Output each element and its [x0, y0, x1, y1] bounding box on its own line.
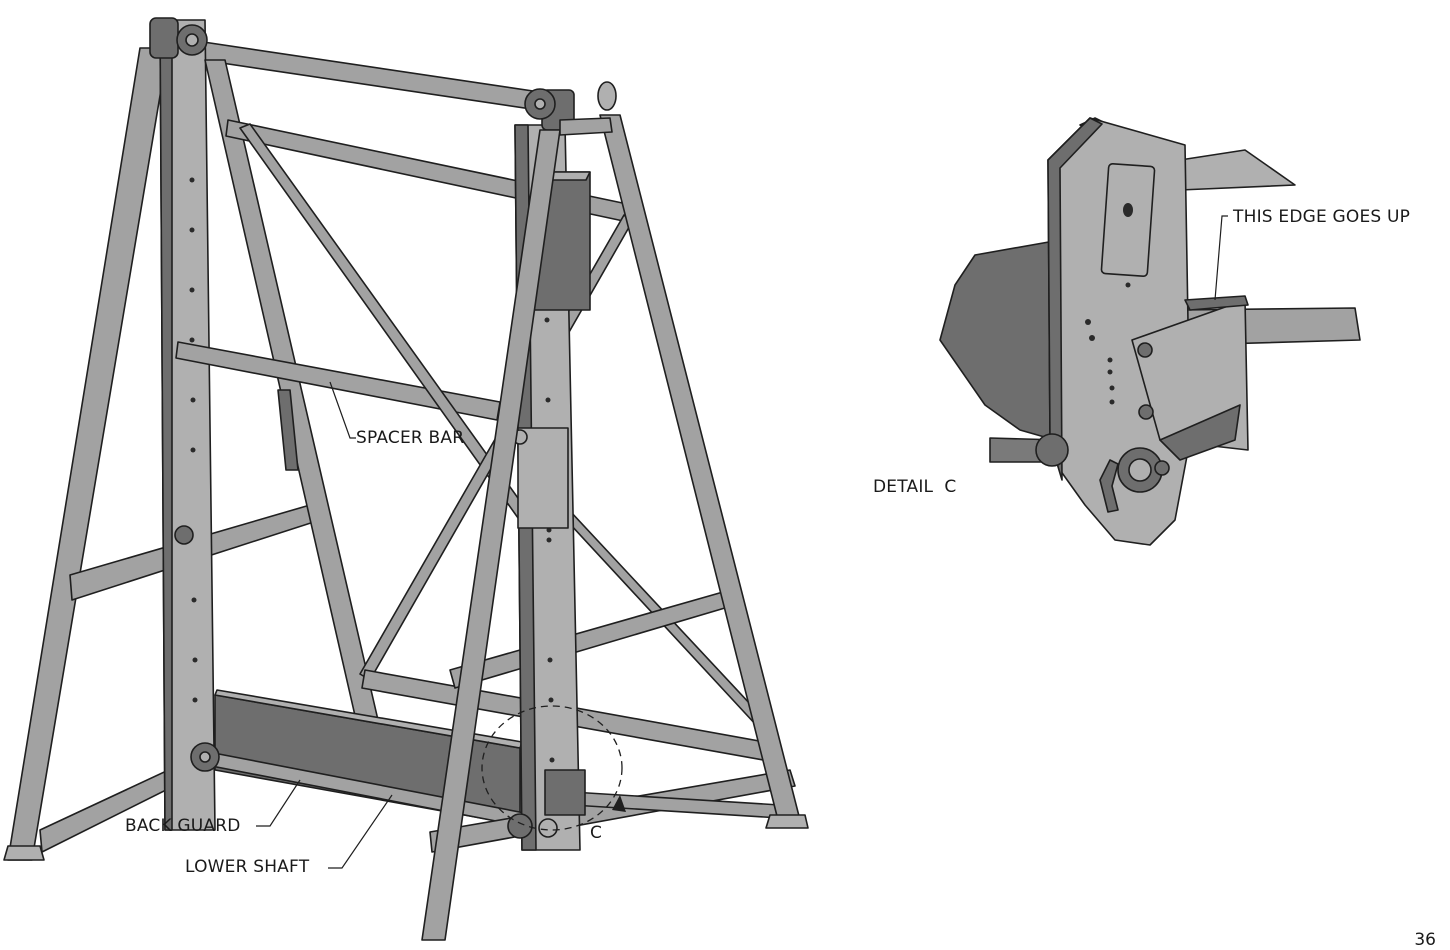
right-front-leg — [421, 129, 561, 941]
detail-c-title: DETAIL C — [873, 477, 957, 497]
top-shaft — [187, 39, 561, 114]
detail-slot-hole — [1123, 203, 1133, 217]
detail-plate-holes — [1085, 282, 1131, 405]
back-guard-leader — [256, 779, 301, 827]
left-upright-side — [159, 19, 173, 831]
right-rear-leg — [599, 114, 801, 821]
spacer-bar-label: SPACER BAR — [356, 428, 465, 448]
left-upright-holes — [189, 177, 198, 703]
detail-lower-tab — [1159, 404, 1241, 461]
detail-sprocket — [1035, 433, 1069, 467]
lower-shaft-leader — [328, 794, 393, 869]
detail-c-reference: C — [590, 823, 603, 843]
mid-box — [517, 427, 569, 529]
detail-c-view — [939, 117, 1361, 546]
edge-note-leader — [1214, 215, 1228, 301]
lower-bracket — [544, 769, 586, 816]
detail-slot-window — [1100, 162, 1156, 278]
detail-bolt-1 — [1137, 342, 1153, 358]
main-frame — [3, 17, 809, 941]
detail-bolt-2 — [1138, 404, 1154, 420]
page-number: 36 — [1414, 930, 1436, 950]
lower-right-sprocket — [507, 813, 533, 839]
right-rear-foot — [765, 814, 809, 829]
detail-wing-nut — [1099, 459, 1119, 513]
left-upright-bearing — [174, 525, 194, 545]
spacer-bar-leader — [329, 381, 356, 439]
lower-shaft-label: LOWER SHAFT — [185, 857, 310, 877]
top-left-bearing — [149, 17, 179, 59]
lifting-eye — [597, 81, 617, 111]
back-guard-label: BACK GUARD — [125, 816, 241, 836]
detail-c-arrow — [612, 795, 626, 812]
spacer-bar-bracket — [277, 389, 299, 471]
edge-goes-up-note: THIS EDGE GOES UP — [1233, 207, 1411, 227]
detail-c-callout-circle — [481, 705, 623, 831]
left-outer-leg — [7, 47, 169, 861]
left-leg-foot — [3, 845, 45, 861]
right-top-crossbar — [559, 117, 613, 136]
detail-guard-fold — [1184, 295, 1249, 311]
